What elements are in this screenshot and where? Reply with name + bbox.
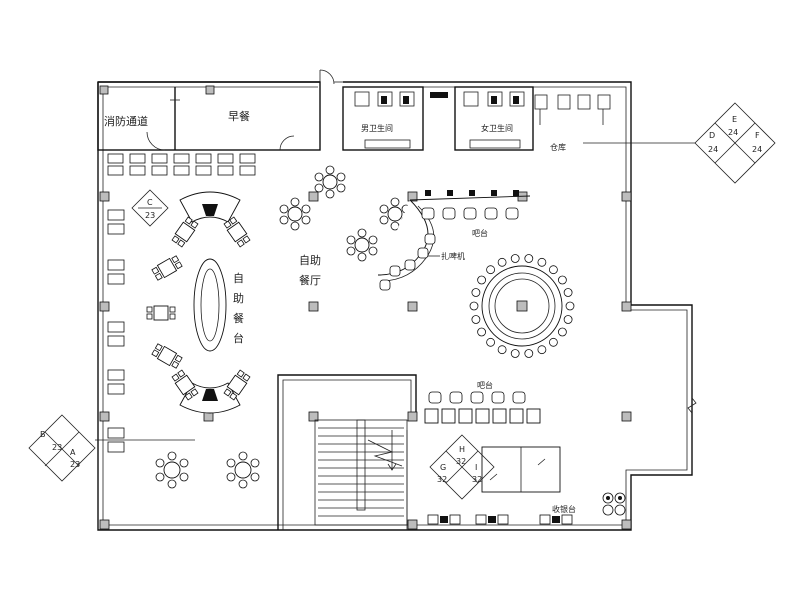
banquet-chair bbox=[549, 265, 558, 275]
buffet-counter-char-1: 自 bbox=[233, 272, 244, 285]
tag-ab23-top: B bbox=[40, 430, 46, 439]
tag-def24-right: F bbox=[755, 131, 760, 140]
stairwell bbox=[277, 374, 417, 530]
banquet-chair bbox=[524, 349, 534, 358]
banquet-chair bbox=[469, 301, 479, 311]
entrance-door bbox=[319, 69, 343, 85]
bottom-lounge bbox=[427, 514, 573, 525]
banquet-chair bbox=[486, 337, 496, 347]
tag-def24-num-left: 24 bbox=[708, 145, 718, 154]
dining-tables-left bbox=[146, 216, 251, 401]
lower-bar: 吧台 bbox=[424, 380, 541, 424]
bar2-label: 吧台 bbox=[477, 380, 493, 390]
breakfast-label: 早餐 bbox=[228, 109, 250, 123]
banquet-chair bbox=[477, 327, 487, 337]
booth-row-top bbox=[107, 153, 256, 176]
round-tables-center: 自助 餐厅 bbox=[279, 165, 411, 287]
tag-def24-top: E bbox=[732, 115, 737, 124]
womens-wc-label: 女卫生间 bbox=[481, 123, 513, 133]
banquet-chair bbox=[558, 327, 567, 337]
banquet-chair bbox=[524, 254, 534, 263]
banquet-table bbox=[469, 254, 575, 358]
tag-c23-num: 23 bbox=[145, 211, 155, 220]
banquet-chair bbox=[510, 349, 520, 358]
cashier-area: 收银台 bbox=[481, 446, 626, 516]
tag-ghi32-left: G bbox=[440, 463, 446, 472]
tag-ghi32-num-right: 32 bbox=[472, 475, 482, 484]
section-tag-ghi32: H 32 G I 32 32 bbox=[429, 434, 495, 500]
banquet-chair bbox=[563, 288, 573, 297]
banquet-chair bbox=[537, 345, 547, 355]
fire-escape-label: 消防通道 bbox=[104, 114, 148, 128]
tag-ghi32-top: H bbox=[459, 445, 465, 454]
banquet-chair bbox=[471, 288, 481, 297]
buffet-counter: 自 助 餐 台 bbox=[193, 258, 244, 352]
banquet-chair bbox=[510, 254, 520, 263]
tag-ab23-right: A bbox=[70, 448, 76, 457]
washrooms: 男卫生间 女卫生间 bbox=[342, 86, 534, 151]
section-tag-def24: E D F 24 24 24 bbox=[583, 102, 776, 184]
tag-def24-center: 24 bbox=[728, 128, 738, 137]
banquet-chair bbox=[563, 315, 573, 324]
buffet-counter-char-4: 台 bbox=[233, 331, 244, 345]
bar-label: 吧台 bbox=[472, 228, 488, 238]
section-tag-c23: C 23 bbox=[131, 189, 169, 227]
tag-ghi32-right: I bbox=[475, 463, 477, 472]
banquet-chair bbox=[486, 265, 496, 275]
buffet-restaurant-label-2: 餐厅 bbox=[299, 273, 321, 287]
banquet-chair bbox=[565, 301, 575, 311]
top-left-rooms: 消防通道 早餐 bbox=[97, 81, 321, 151]
beer-machine-label: 扎啤机 bbox=[441, 251, 465, 261]
tag-ghi32-num-left: 32 bbox=[437, 475, 447, 484]
tag-ghi32-center: 32 bbox=[456, 457, 466, 466]
buffet-counter-char-2: 助 bbox=[233, 291, 244, 305]
banquet-chair bbox=[497, 257, 507, 267]
banquet-chair bbox=[477, 275, 487, 285]
section-tag-ab23: B 23 A 23 bbox=[28, 414, 195, 482]
tag-def24-left: D bbox=[709, 131, 715, 140]
columns bbox=[99, 191, 632, 530]
banquet-chair bbox=[471, 315, 481, 324]
storage-equipment: 仓库 bbox=[534, 94, 611, 152]
round-tables-bottom-left bbox=[155, 451, 260, 489]
banquet-chair bbox=[558, 275, 567, 285]
cashier-label: 收银台 bbox=[552, 504, 576, 514]
banquet-chair bbox=[549, 337, 558, 347]
tag-def24-num-right: 24 bbox=[752, 145, 762, 154]
storage-label: 仓库 bbox=[550, 142, 566, 152]
buffet-restaurant-label-1: 自助 bbox=[299, 253, 321, 267]
tag-ab23-num-right: 23 bbox=[70, 460, 80, 469]
mens-wc-label: 男卫生间 bbox=[361, 123, 393, 133]
banquet-chair bbox=[497, 345, 507, 355]
banquet-chair bbox=[537, 257, 547, 267]
curved-bar: 吧台 扎啤机 bbox=[377, 190, 531, 291]
buffet-counter-char-3: 餐 bbox=[233, 311, 244, 325]
tag-c23-top: C bbox=[147, 198, 153, 207]
tag-ab23-center: 23 bbox=[52, 443, 62, 452]
booth-column-left bbox=[107, 209, 125, 453]
